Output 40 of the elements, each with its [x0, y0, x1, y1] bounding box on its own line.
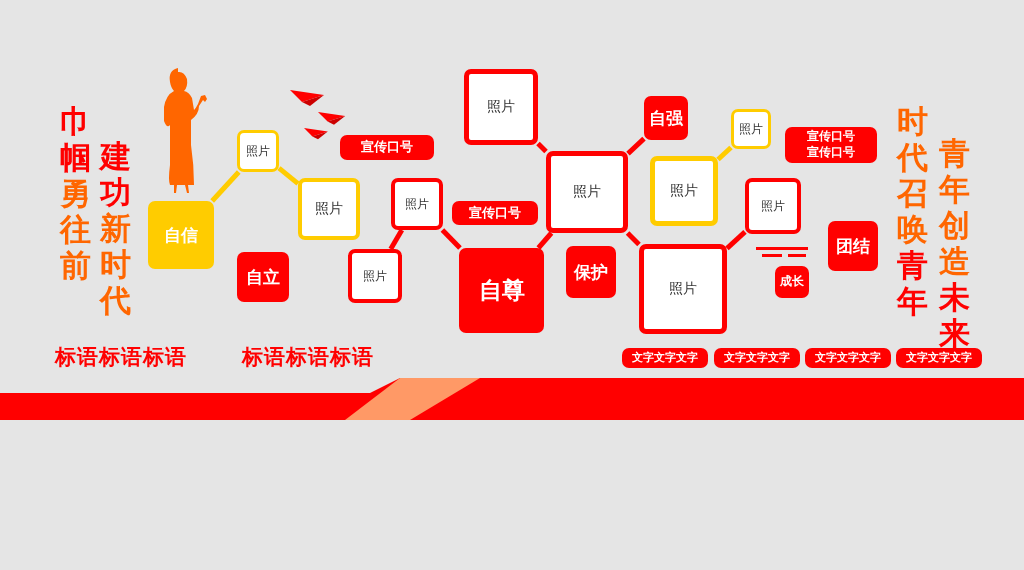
photo-frame: 照片 [731, 109, 771, 149]
label-box: 自强 [644, 96, 688, 140]
photo-frame: 照片 [348, 249, 402, 303]
label-box: 文字文字文字 [896, 348, 982, 368]
connector-line [388, 228, 404, 251]
label-box: 团结 [828, 221, 878, 271]
photo-frame: 照片 [298, 178, 360, 240]
vertical-slogan: 时代召唤青年 [895, 103, 929, 319]
photo-frame: 照片 [237, 130, 279, 172]
label-box: 宣传口号 [452, 201, 538, 225]
vertical-slogan: 巾帼勇往前 [58, 103, 92, 283]
label-box: 宣传口号宣传口号 [785, 127, 877, 163]
slogan-text: 标语标语标语 [55, 344, 187, 371]
label-box: 文字文字文字 [622, 348, 708, 368]
slogan-text: 标语标语标语 [242, 344, 374, 371]
connector-line [277, 166, 300, 186]
label-box: 文字文字文字 [805, 348, 891, 368]
connector-line [626, 136, 646, 156]
photo-frame: 照片 [464, 69, 538, 145]
label-box: 保护 [566, 246, 616, 298]
label-box: 宣传口号 [340, 135, 434, 160]
label-box: 成长 [775, 266, 809, 298]
vertical-slogan: 建功新时代 [98, 138, 132, 318]
connector-line [625, 231, 641, 247]
connector-line [716, 145, 733, 162]
photo-frame: 照片 [650, 156, 718, 226]
connector-line [725, 230, 747, 251]
label-box: 自信 [148, 201, 214, 269]
connector-line [210, 170, 241, 203]
vertical-slogan: 青年创造未来 [937, 135, 971, 351]
photo-frame: 照片 [391, 178, 443, 230]
connector-line [440, 228, 462, 250]
connector-line [536, 141, 548, 154]
label-box: 自立 [237, 252, 289, 302]
connector-line [536, 231, 554, 250]
photo-frame: 照片 [639, 244, 727, 334]
photo-frame: 照片 [745, 178, 801, 234]
photo-frame: 照片 [546, 151, 628, 233]
label-box: 文字文字文字 [714, 348, 800, 368]
label-box: 自尊 [459, 248, 544, 333]
